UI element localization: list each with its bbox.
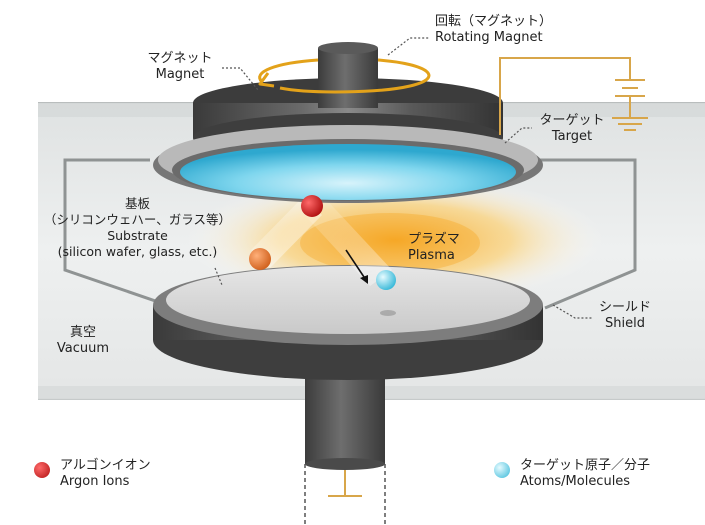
magnet-label: マグネット Magnet (140, 51, 220, 83)
shield-right (540, 158, 637, 310)
leader-substrate (214, 267, 223, 286)
atoms-legend-en: Atoms/Molecules (520, 474, 631, 489)
leader-target (504, 127, 532, 144)
plasma-label-ja: プラズマ (408, 232, 460, 247)
argon-legend-en: Argon Ions (60, 474, 130, 489)
target-label: ターゲット Target (532, 113, 612, 145)
substrate-label-en: Substrate (107, 228, 168, 243)
substrate-wafer (166, 266, 530, 334)
power-circuit (499, 57, 648, 135)
argon-legend-dot (34, 462, 50, 478)
target-atom-particle (376, 270, 396, 290)
leader-rotating (387, 37, 430, 56)
shield-label-en: Shield (605, 316, 645, 331)
rotating-magnet-label-ja: 回転（マグネット） (435, 14, 553, 29)
substrate-label-en-note: (silicon wafer, glass, etc.) (57, 244, 218, 259)
target-face (180, 144, 516, 200)
substrate-stem (305, 372, 385, 464)
target-label-en: Target (551, 129, 593, 144)
vacuum-label-en: Vacuum (56, 341, 110, 356)
argon-ion-particle (301, 195, 323, 217)
leader-magnet (222, 67, 259, 91)
argon-legend-ja: アルゴンイオン (60, 458, 151, 473)
shield-label: シールド Shield (590, 300, 660, 332)
atoms-legend-dot (494, 462, 510, 478)
argon-legend-label: アルゴンイオン Argon Ions (60, 458, 151, 490)
ground-symbol-bottom (328, 470, 362, 497)
reflected-particle (249, 248, 271, 270)
motion-arrow (345, 249, 368, 284)
leader-shield (552, 304, 592, 319)
plasma-label: プラズマ Plasma (408, 232, 460, 264)
atoms-legend-ja: ターゲット原子／分子 (520, 458, 651, 473)
magnet-label-en: Magnet (155, 67, 205, 82)
rotating-magnet-label-en: Rotating Magnet (435, 30, 543, 45)
plasma-label-en: Plasma (408, 248, 455, 263)
shield-left (63, 158, 206, 320)
rotating-magnet-label: 回転（マグネット） Rotating Magnet (435, 14, 552, 46)
shield-label-ja: シールド (598, 300, 651, 315)
substrate-label: 基板 （シリコンウェハー、ガラス等） Substrate (silicon wa… (30, 196, 245, 260)
target-label-ja: ターゲット (539, 113, 605, 128)
substrate-label-ja: 基板 (124, 196, 150, 211)
vacuum-label-ja: 真空 (69, 325, 96, 340)
vacuum-label: 真空 Vacuum (48, 325, 118, 357)
atoms-legend-label: ターゲット原子／分子 Atoms/Molecules (520, 458, 650, 490)
rotation-arrow (258, 58, 431, 94)
magnet-label-ja: マグネット (147, 51, 213, 66)
substrate-label-ja-note: （シリコンウェハー、ガラス等） (43, 212, 232, 227)
rotating-magnet-shaft (318, 48, 378, 108)
